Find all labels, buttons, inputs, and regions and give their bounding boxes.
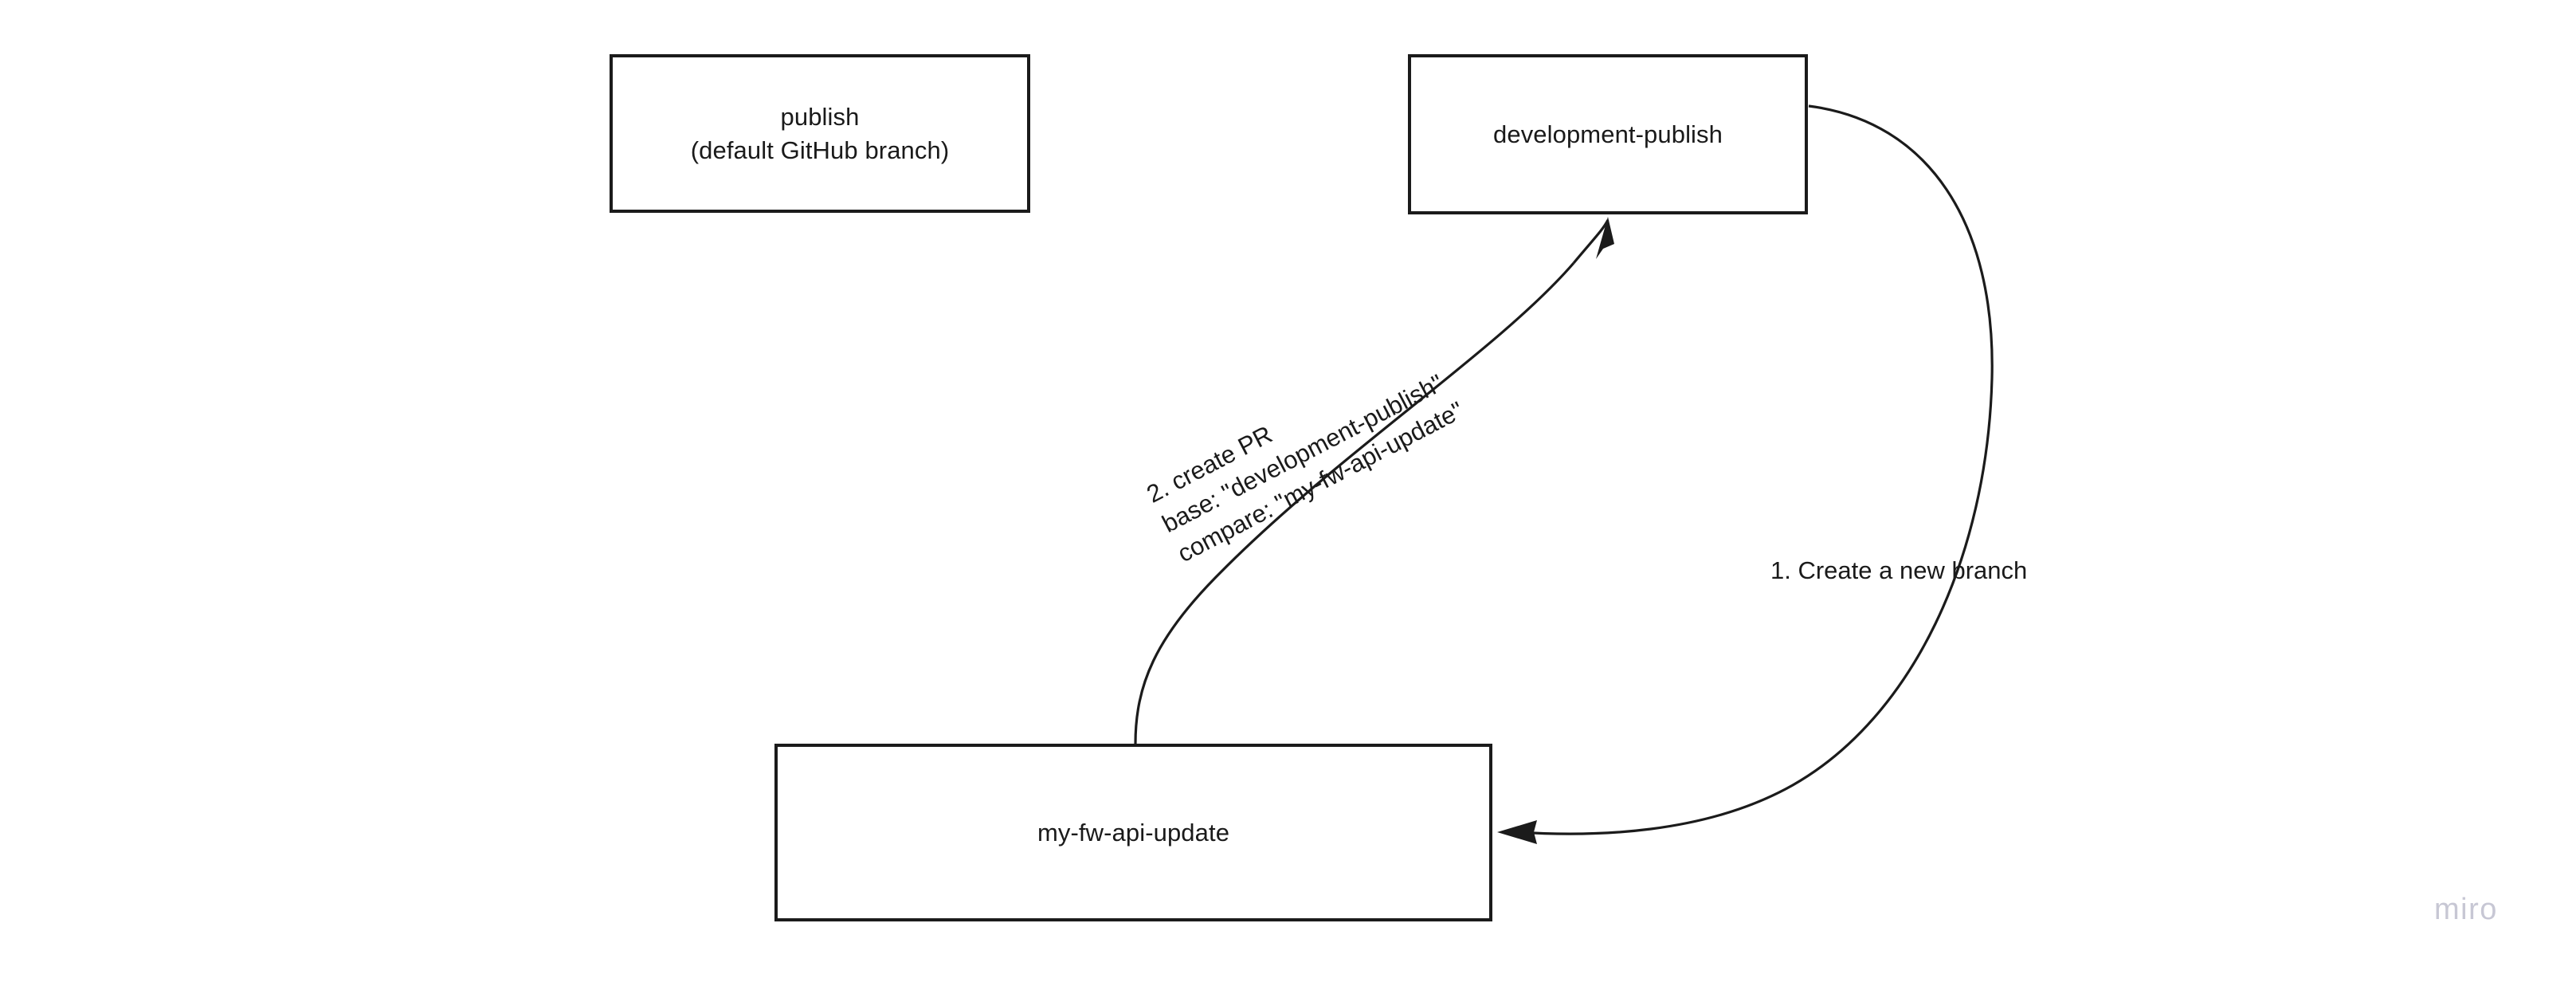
edge-label-create-pr[interactable]: 2. create PR base: "development-publish"…	[1142, 368, 1468, 568]
edge-create-pr-tail	[1572, 219, 1610, 265]
miro-watermark: miro	[2434, 893, 2498, 926]
edge-create-branch-path	[1517, 104, 1994, 835]
edge-create-pr-arrowhead	[1596, 217, 1614, 259]
node-publish-label: publish (default GitHub branch)	[690, 103, 950, 164]
edge-create-branch-arrowhead	[1497, 820, 1537, 844]
node-my-fw-api-update-label: my-fw-api-update	[1037, 818, 1230, 847]
edge-label-create-branch[interactable]: 1. Create a new branch	[1770, 556, 2028, 584]
edge-create-branch[interactable]	[1497, 104, 1994, 844]
node-my-fw-api-update[interactable]: my-fw-api-update	[774, 744, 1492, 921]
node-development-publish[interactable]: development-publish	[1408, 54, 1808, 214]
node-development-publish-label: development-publish	[1493, 120, 1723, 148]
node-publish[interactable]: publish (default GitHub branch)	[610, 54, 1030, 213]
